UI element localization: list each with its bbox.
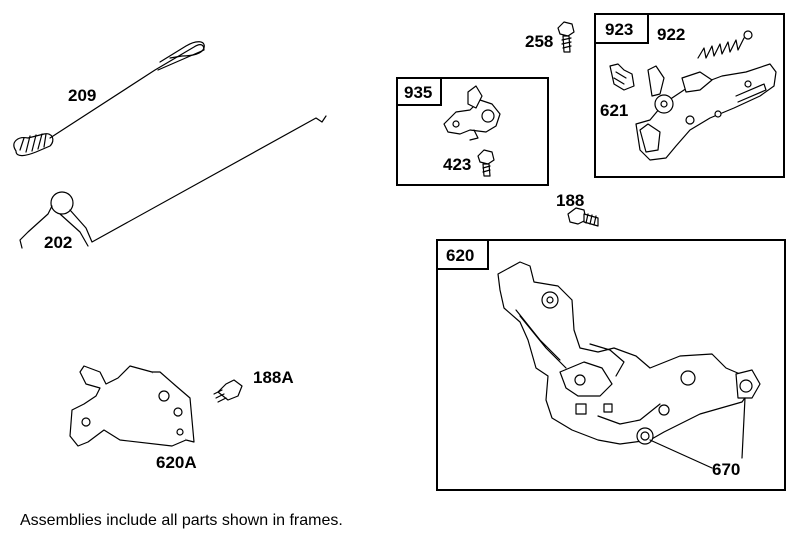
part-621-lever[interactable] bbox=[609, 63, 635, 91]
part-620-control-bracket[interactable] bbox=[497, 261, 761, 445]
leader-line-670-a bbox=[649, 439, 713, 469]
part-188-screw[interactable] bbox=[567, 207, 599, 227]
label-188: 188 bbox=[556, 191, 584, 210]
part-935-bracket[interactable] bbox=[443, 85, 501, 141]
frame-923-control-assembly[interactable] bbox=[594, 13, 785, 178]
part-620A-bracket[interactable] bbox=[69, 365, 195, 447]
label-620A: 620A bbox=[156, 453, 197, 472]
label-620: 620 bbox=[446, 246, 474, 265]
label-209: 209 bbox=[68, 86, 96, 105]
label-922: 922 bbox=[657, 25, 685, 44]
part-209-governor-spring[interactable] bbox=[13, 41, 205, 157]
part-423-screw[interactable] bbox=[477, 149, 495, 177]
footnote: Assemblies include all parts shown in fr… bbox=[20, 512, 343, 529]
label-935: 935 bbox=[404, 83, 432, 102]
frame-620-control-bracket-assembly[interactable] bbox=[436, 239, 786, 491]
label-670: 670 bbox=[712, 460, 740, 479]
label-202: 202 bbox=[44, 233, 72, 252]
label-423: 423 bbox=[443, 155, 471, 174]
part-922-spring[interactable] bbox=[697, 30, 753, 59]
part-188A-screw[interactable] bbox=[213, 379, 243, 403]
label-621: 621 bbox=[600, 101, 628, 120]
label-258: 258 bbox=[525, 32, 553, 51]
leader-line-670-b bbox=[741, 397, 746, 459]
part-258-screw[interactable] bbox=[557, 21, 575, 53]
label-923: 923 bbox=[605, 20, 633, 39]
frame-935-control-assembly[interactable] bbox=[396, 77, 549, 186]
part-202-governor-link[interactable] bbox=[19, 115, 327, 249]
label-188A: 188A bbox=[253, 368, 294, 387]
